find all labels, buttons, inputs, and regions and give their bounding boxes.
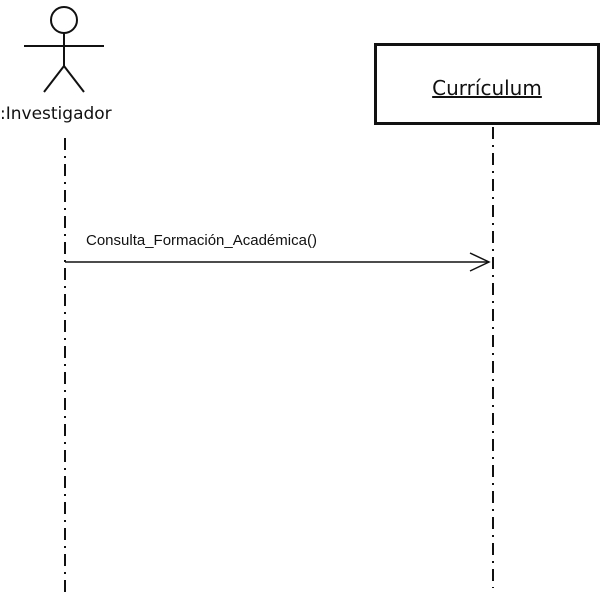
object-box-curriculum: Currículum bbox=[374, 43, 600, 125]
actor-stick-figure-icon bbox=[24, 6, 104, 93]
message-arrowhead-icon bbox=[469, 252, 491, 272]
actor-label: :Investigador bbox=[0, 104, 112, 124]
message-arrow bbox=[65, 252, 491, 272]
actor-right-leg bbox=[63, 65, 85, 93]
actor-left-leg bbox=[43, 65, 65, 93]
object-label: Currículum bbox=[432, 76, 542, 100]
actor-head bbox=[50, 6, 78, 34]
message-label: Consulta_Formación_Académica() bbox=[86, 232, 317, 249]
